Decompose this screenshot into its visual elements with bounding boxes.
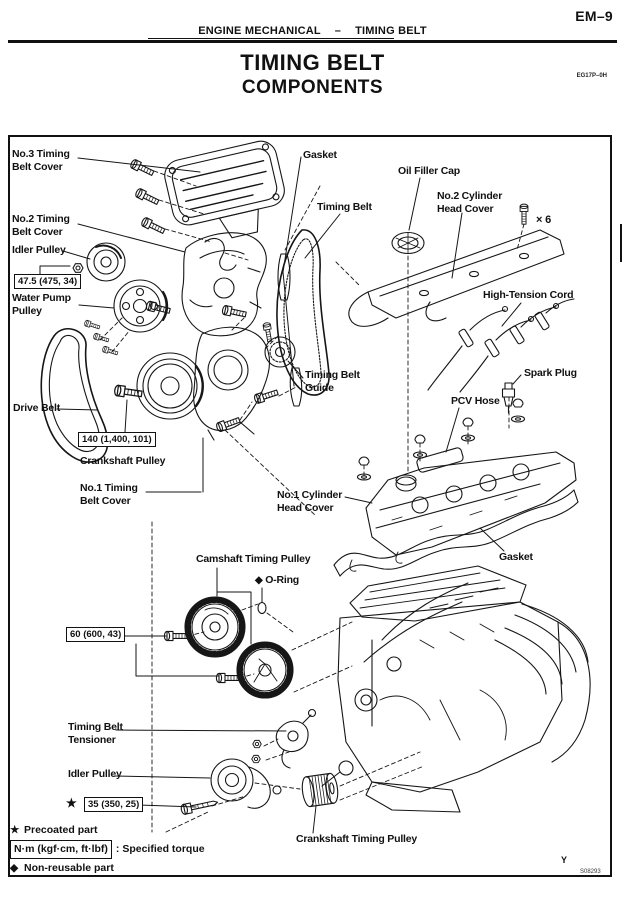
label-crankshaft-timing-pulley: Crankshaft Timing Pulley	[296, 833, 418, 845]
o-ring-drawing	[257, 601, 267, 615]
bolt-icon	[129, 158, 156, 178]
no2-cover-drawing	[181, 232, 267, 337]
diamond-icon: ◆	[10, 862, 19, 874]
torque-idler-pulley: 47.5 (475, 34)	[14, 274, 82, 289]
bolt-icon	[83, 319, 101, 331]
figure-code: S08293	[580, 869, 601, 875]
legend-precoated-text: Precoated part	[24, 824, 98, 836]
pcv-hose-drawing	[416, 447, 464, 473]
running-head-section: ENGINE MECHANICAL	[198, 25, 321, 37]
crankshaft-timing-pulley-drawing	[301, 772, 339, 808]
tensioner-drawing	[275, 708, 317, 769]
legend-torque-units: N·m (kgf·cm, ft·lbf)	[10, 840, 112, 859]
label-spark-plug: Spark Plug	[524, 367, 577, 379]
high-tension-cord-drawing	[427, 298, 575, 393]
crankshaft-pulley-drawing	[136, 352, 204, 420]
seal-grommet-drawing	[510, 398, 526, 423]
tensioner-nut-drawing	[251, 754, 261, 764]
bolt-icon	[140, 216, 167, 236]
timing-belt-drawing	[276, 229, 330, 396]
camshaft-pulley1-drawing	[184, 596, 246, 658]
page-number: EM–9	[575, 8, 613, 24]
gasket-strip-upper	[277, 253, 291, 301]
label-o-ring: ◆ O-Ring	[255, 574, 299, 587]
label-no2-cylinder-head-cover: No.2 Cylinder Head Cover	[437, 190, 503, 215]
label-timing-belt-guide: Timing Belt Guide	[305, 369, 360, 394]
no1-cover-drawing	[193, 326, 271, 441]
bolt-icon	[134, 187, 161, 207]
label-timing-belt: Timing Belt	[317, 201, 372, 213]
label-no1-timing-belt-cover: No.1 Timing Belt Cover	[80, 482, 138, 507]
tensioner-nut-drawing	[252, 739, 262, 749]
running-head-subsection: TIMING BELT	[355, 25, 427, 37]
bolt-icon	[92, 332, 110, 344]
label-high-tension-cord: High-Tension Cord	[483, 289, 574, 301]
head-gasket-drawing	[333, 489, 579, 577]
idler-pulley-lower-drawing	[210, 758, 282, 809]
torque-tensioner-stud: 35 (350, 25)	[84, 797, 144, 812]
no1-head-cover-drawing	[365, 451, 577, 556]
corner-letter: Y	[561, 855, 568, 865]
cam-bolt-drawing	[163, 630, 189, 642]
label-idler-pulley-upper: Idler Pulley	[12, 244, 66, 256]
gasket-strip-lower	[289, 367, 303, 407]
label-water-pump-pulley: Water Pump Pulley	[12, 292, 71, 317]
engine-block-drawing	[321, 565, 591, 813]
no3-cover-drawing	[164, 140, 285, 239]
figure-border	[8, 135, 612, 877]
cam-bolt-drawing	[215, 672, 241, 684]
label-oil-filler-cap: Oil Filler Cap	[398, 165, 460, 177]
star-icon: ★	[66, 796, 77, 810]
no2-head-cover-drawing	[348, 229, 565, 327]
spark-plug-drawing	[501, 382, 516, 414]
label-idler-pulley-lower: Idler Pulley	[68, 768, 122, 780]
running-head-separator: –	[334, 25, 342, 37]
label-no1-cylinder-head-cover: No.1 Cylinder Head Cover	[277, 489, 343, 514]
bolt-icon	[101, 345, 119, 357]
legend-nonreusable: ◆ Non-reusable part	[10, 860, 205, 877]
page-edge-mark	[620, 224, 622, 262]
label-no2-timing-belt-cover: No.2 Timing Belt Cover	[12, 213, 70, 238]
label-pcv-hose: PCV Hose	[451, 395, 500, 407]
star-icon: ★	[10, 824, 20, 836]
torque-camshaft-pulley: 60 (600, 43)	[66, 627, 126, 642]
head-cover-bolt-drawing	[519, 203, 529, 225]
label-crankshaft-pulley: Crankshaft Pulley	[80, 455, 166, 467]
label-gasket-top: Gasket	[303, 149, 337, 161]
legend-nonreusable-text: Non-reusable part	[24, 862, 114, 874]
crank-bolt-drawing	[113, 384, 144, 400]
camshaft-pulley2-drawing	[236, 641, 294, 699]
legend-torque: N·m (kgf·cm, ft·lbf) : Specified torque	[10, 840, 205, 859]
legend-torque-desc: : Specified torque	[115, 843, 205, 855]
doc-code: EG17P–0H	[576, 73, 607, 79]
label-timing-belt-tensioner: Timing Belt Tensioner	[68, 721, 123, 746]
bolt-icon	[221, 304, 248, 320]
page-title-line2: COMPONENTS	[241, 77, 384, 98]
label-gasket-bottom: Gasket	[499, 551, 533, 563]
stud-bolt-drawing	[180, 800, 219, 815]
label-no3-timing-belt-cover: No.3 Timing Belt Cover	[12, 148, 70, 173]
page-title-line1: TIMING BELT	[240, 50, 385, 75]
idler-nut-drawing	[72, 263, 84, 273]
leader-lines	[39, 156, 522, 834]
legend: ★ Precoated part N·m (kgf·cm, ft·lbf) : …	[10, 822, 205, 878]
running-head-underline	[148, 38, 394, 39]
running-head: ENGINE MECHANICAL – TIMING BELT	[0, 25, 625, 37]
idler-pulley-upper-drawing	[86, 242, 126, 282]
label-drive-belt: Drive Belt	[13, 402, 61, 414]
oil-filler-cap-drawing	[391, 231, 425, 255]
label-x6: × 6	[536, 214, 551, 226]
header-rule	[8, 40, 617, 43]
page-title: TIMING BELT COMPONENTS	[0, 50, 625, 100]
seal-strip-drawing	[204, 237, 237, 271]
legend-precoated: ★ Precoated part	[10, 822, 205, 839]
assembly-dashed-lines	[99, 170, 525, 833]
diamond-icon: ◆	[255, 575, 263, 586]
torque-crankshaft-pulley: 140 (1,400, 101)	[78, 432, 156, 447]
label-camshaft-timing-pulley: Camshaft Timing Pulley	[196, 553, 311, 565]
label-o-ring-text: O-Ring	[265, 574, 300, 586]
